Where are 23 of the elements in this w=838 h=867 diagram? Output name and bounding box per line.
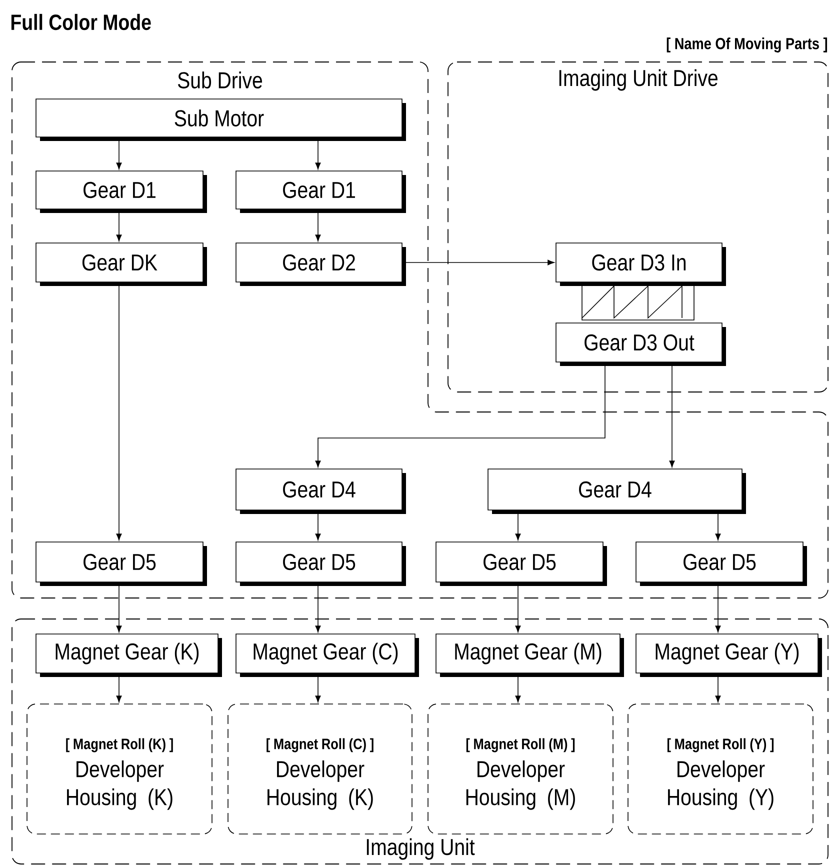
gear-box: Gear D1 [36, 170, 207, 213]
housing-box: [ Magnet Roll (K) ] Developer Housing (K) [26, 704, 212, 834]
housing-box: [ Magnet Roll (C) ] Developer Housing (K) [228, 704, 412, 834]
gear-box: Gear D3 Out [556, 322, 726, 366]
gear-box: Gear D5 [236, 542, 406, 586]
gear-box: Gear D4 [236, 468, 406, 514]
gear-box: Gear D5 [436, 542, 607, 586]
gear-box: Gear D5 [636, 542, 807, 586]
gear-box: Magnet Gear (C) [236, 634, 419, 677]
housing-box: [ Magnet Roll (Y) ] Developer Housing (Y) [628, 704, 814, 834]
gear-box: Gear D5 [36, 542, 207, 586]
gear-box: Gear DK [36, 242, 207, 286]
gear-box: Gear D1 [236, 170, 406, 213]
housing-box: [ Magnet Roll (M) ] Developer Housing (M) [428, 704, 614, 834]
gear-box: Gear D2 [236, 242, 406, 286]
gear-box: Magnet Gear (Y) [636, 634, 822, 677]
gear-box: Magnet Gear (K) [36, 634, 222, 677]
gear-box: Sub Motor [36, 98, 406, 141]
heading-label: [ Name Of Moving Parts ] [666, 38, 828, 52]
gear-box: Gear D4 [488, 468, 746, 514]
title: Full Color Mode [11, 14, 151, 30]
gear-box: Magnet Gear (M) [436, 634, 624, 677]
gear-box: Gear D3 In [556, 242, 726, 286]
